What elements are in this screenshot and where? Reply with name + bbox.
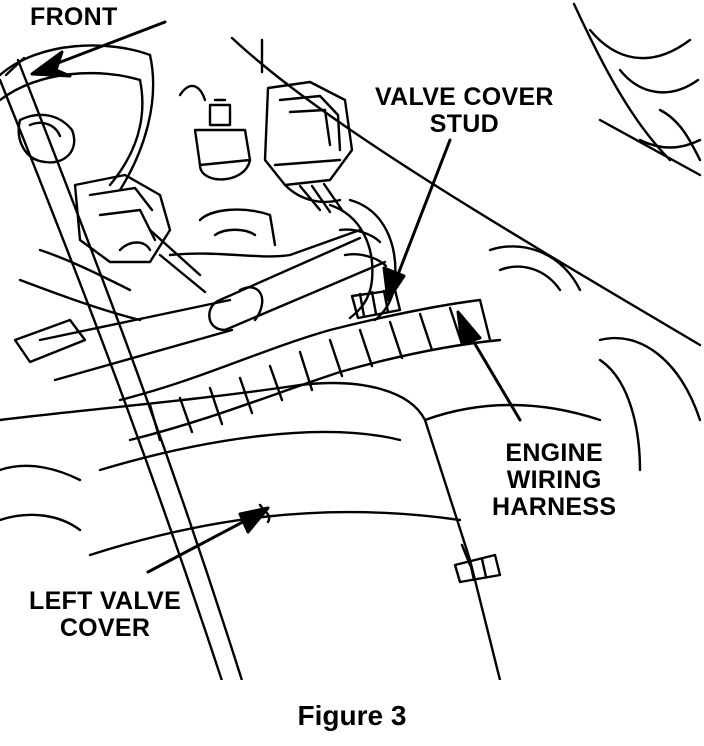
engine-wiring-harness-line-2: WIRING: [506, 466, 602, 494]
intake-tube: [38, 208, 387, 382]
cover-leader: [146, 512, 260, 574]
engine-illustration: [0, 2, 702, 680]
stud-leader: [390, 138, 452, 292]
left-connector: [13, 173, 207, 364]
valve-cover-stud-part: [350, 288, 402, 320]
left-valve-cover-label: LEFT VALVE COVER: [26, 587, 185, 642]
harness-arrowhead: [456, 310, 482, 346]
figure-caption: Figure 3: [297, 700, 407, 731]
cover-bolt: [453, 543, 502, 584]
engine-wiring-harness-label: ENGINE WIRING HARNESS: [488, 439, 621, 521]
front-arrow: [43, 20, 167, 70]
front-label-text: FRONT: [30, 3, 118, 31]
upper-hose: [0, 44, 155, 192]
leader-arrows: [30, 20, 522, 574]
engine-wiring-harness-line-3: HARNESS: [492, 493, 617, 521]
cover-arrowhead: [238, 506, 270, 534]
valve-cover-stud-line-1: VALVE COVER: [375, 83, 554, 111]
front-label: FRONT: [30, 4, 118, 31]
cowl-panel: [230, 2, 702, 347]
engine-wiring-harness-part: [118, 245, 582, 442]
engine-wiring-harness-line-1: ENGINE: [505, 439, 603, 467]
left-valve-cover-line-2: COVER: [59, 614, 151, 642]
left-valve-cover-line-1: LEFT VALVE: [29, 587, 182, 615]
dipstick-tube: [0, 56, 244, 680]
front-arrowhead: [30, 50, 72, 78]
stud-arrowhead: [382, 266, 406, 302]
valve-cover-stud-label: VALVE COVER STUD: [372, 84, 557, 138]
sensor-stud: [178, 84, 252, 181]
left-valve-cover-part: [0, 336, 702, 680]
harness-connector: [263, 80, 354, 214]
valve-cover-stud-line-2: STUD: [429, 110, 500, 138]
